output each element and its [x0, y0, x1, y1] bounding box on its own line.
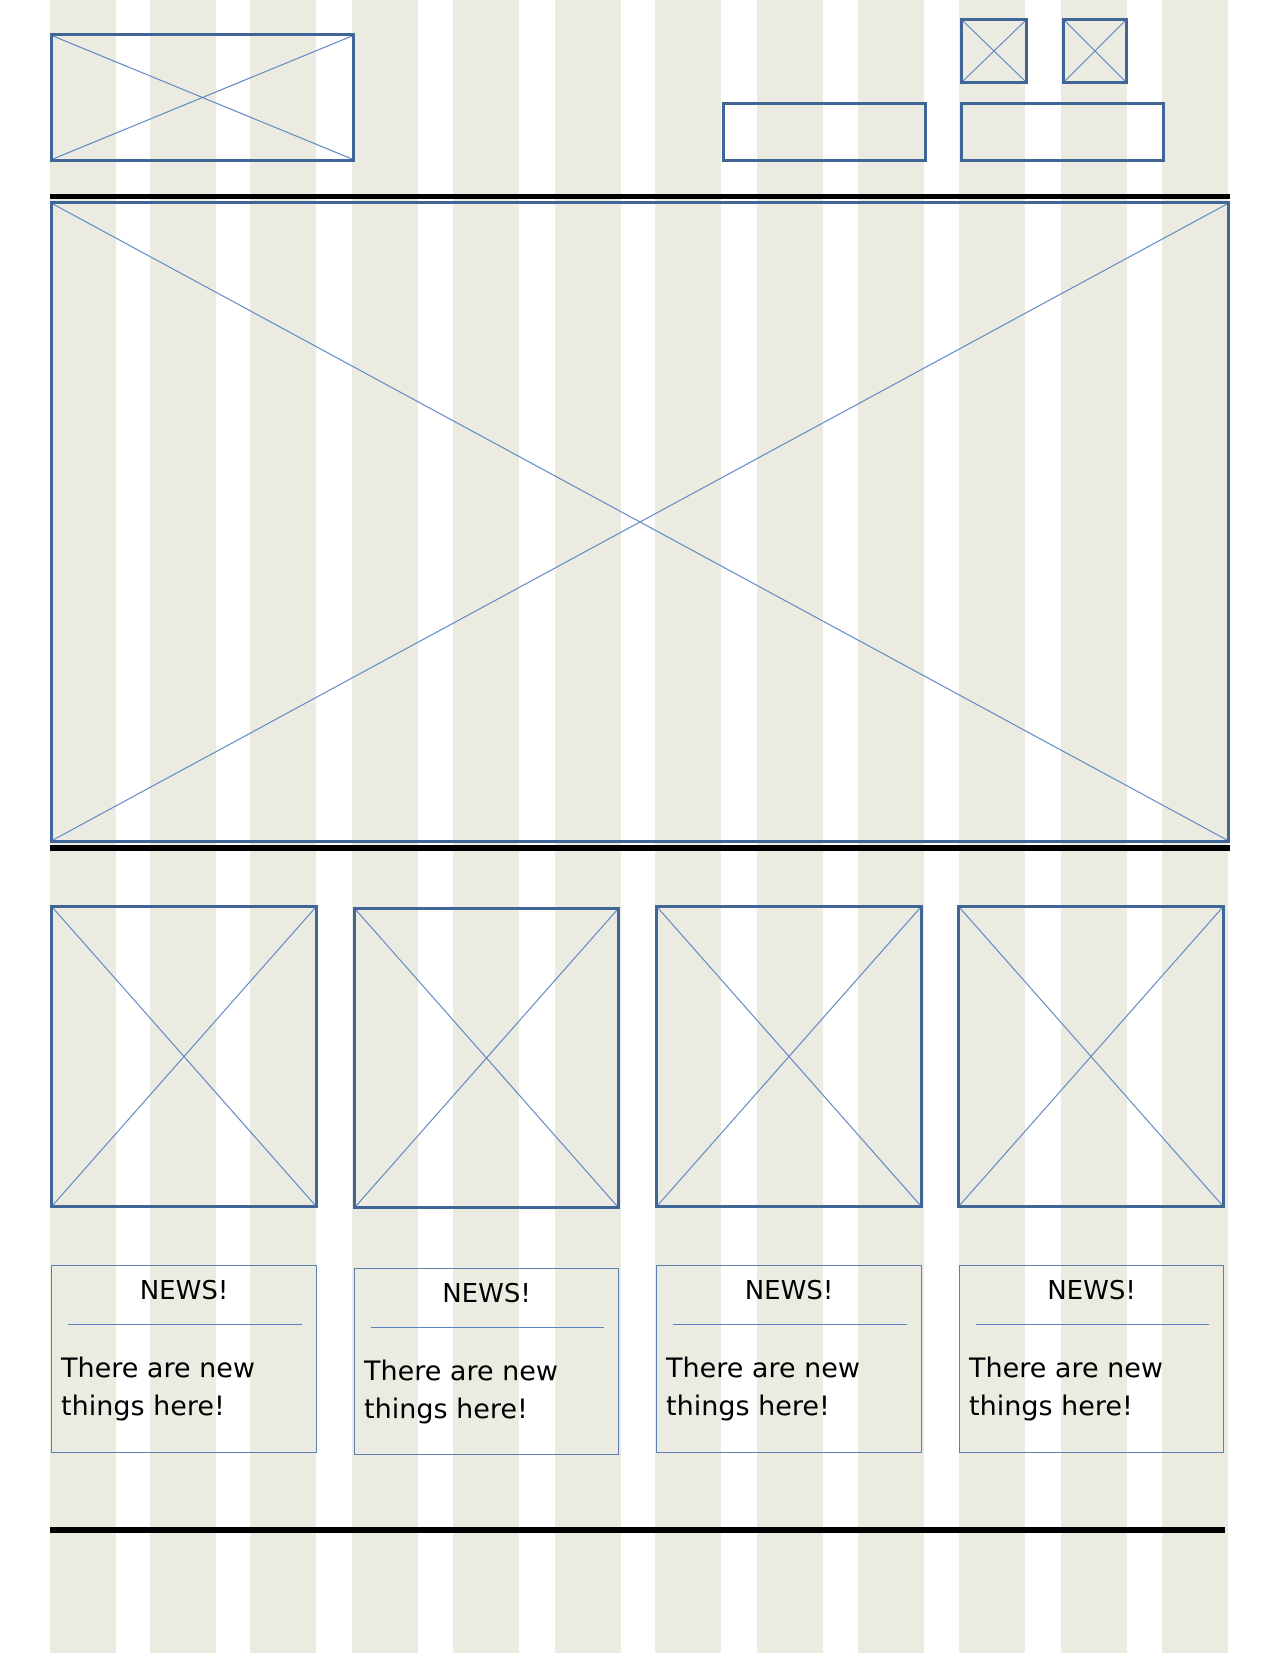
image-placeholder-icon — [960, 908, 1222, 1205]
grid-column — [150, 0, 216, 1653]
news-body: There are new things here! — [364, 1353, 604, 1429]
image-placeholder-icon — [53, 908, 315, 1205]
hero-image-placeholder[interactable] — [50, 201, 1230, 843]
news-title-divider — [976, 1324, 1209, 1325]
header-icon-left[interactable] — [960, 18, 1028, 84]
grid-column — [352, 0, 418, 1653]
news-body-line: There are new — [969, 1353, 1163, 1384]
news-card[interactable]: NEWS! There are new things here! — [51, 1265, 317, 1453]
card-image-placeholder[interactable] — [655, 905, 923, 1208]
news-body: There are new things here! — [666, 1350, 906, 1426]
news-card[interactable]: NEWS! There are new things here! — [959, 1265, 1224, 1453]
image-placeholder-icon — [53, 204, 1227, 840]
image-placeholder-icon — [53, 36, 352, 159]
grid-column — [453, 0, 519, 1653]
news-body: There are new things here! — [969, 1350, 1209, 1426]
card-image-placeholder[interactable] — [957, 905, 1225, 1208]
grid-column — [555, 0, 621, 1653]
news-body-line: things here! — [364, 1394, 528, 1425]
hero-divider — [50, 845, 1230, 851]
news-title: NEWS! — [139, 1276, 229, 1306]
logo-placeholder[interactable] — [50, 33, 355, 162]
news-title: NEWS! — [1047, 1276, 1136, 1306]
news-title: NEWS! — [744, 1276, 834, 1306]
header-divider — [50, 194, 1230, 199]
header-field-left[interactable] — [722, 102, 927, 162]
grid-column — [858, 0, 924, 1653]
news-title-divider — [673, 1324, 907, 1325]
card-image-placeholder[interactable] — [353, 907, 620, 1209]
news-body-line: things here! — [61, 1391, 225, 1422]
news-body-line: There are new — [666, 1353, 860, 1384]
news-body-line: things here! — [666, 1391, 830, 1422]
news-card[interactable]: NEWS! There are new things here! — [656, 1265, 922, 1453]
news-body-line: There are new — [364, 1356, 558, 1387]
image-placeholder-icon — [963, 21, 1025, 81]
grid-column — [50, 0, 116, 1653]
header-field-right[interactable] — [960, 102, 1165, 162]
image-placeholder-icon — [1065, 21, 1125, 81]
news-title-divider — [371, 1327, 604, 1328]
footer-divider — [50, 1527, 1225, 1533]
header-icon-right[interactable] — [1062, 18, 1128, 84]
news-card[interactable]: NEWS! There are new things here! — [354, 1268, 619, 1455]
card-image-placeholder[interactable] — [50, 905, 318, 1208]
grid-column — [1162, 0, 1228, 1653]
image-placeholder-icon — [658, 908, 920, 1205]
grid-column — [250, 0, 316, 1653]
grid-column — [959, 0, 1025, 1653]
image-placeholder-icon — [356, 910, 617, 1206]
news-title-divider — [68, 1324, 302, 1325]
news-body-line: things here! — [969, 1391, 1133, 1422]
grid-column — [757, 0, 823, 1653]
news-title: NEWS! — [442, 1279, 531, 1309]
grid-column — [655, 0, 721, 1653]
news-body-line: There are new — [61, 1353, 255, 1384]
news-body: There are new things here! — [61, 1350, 301, 1426]
